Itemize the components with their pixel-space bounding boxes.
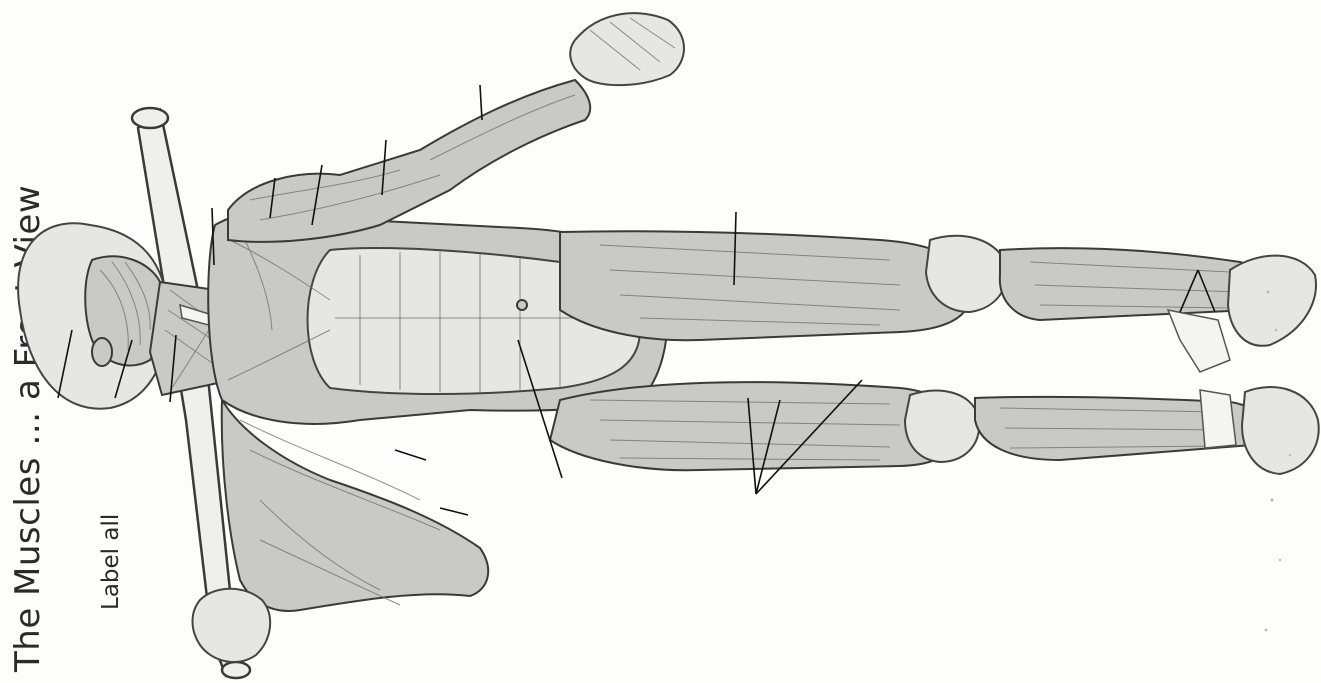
navel bbox=[517, 300, 527, 310]
raised-fist bbox=[570, 13, 684, 85]
leg-upper bbox=[560, 231, 1316, 372]
leg-lower bbox=[550, 382, 1319, 474]
raised-arm bbox=[228, 13, 684, 242]
foot-upper bbox=[1228, 256, 1316, 346]
foot-lower bbox=[1242, 387, 1319, 474]
bat-hand bbox=[193, 589, 271, 662]
knee-lower bbox=[905, 391, 979, 462]
head bbox=[18, 223, 168, 408]
leader-line bbox=[440, 508, 468, 515]
leader-line bbox=[480, 85, 482, 120]
leader-line bbox=[395, 450, 426, 460]
ear bbox=[92, 338, 112, 366]
bat-arm bbox=[193, 400, 489, 662]
knee-upper bbox=[926, 236, 1007, 312]
